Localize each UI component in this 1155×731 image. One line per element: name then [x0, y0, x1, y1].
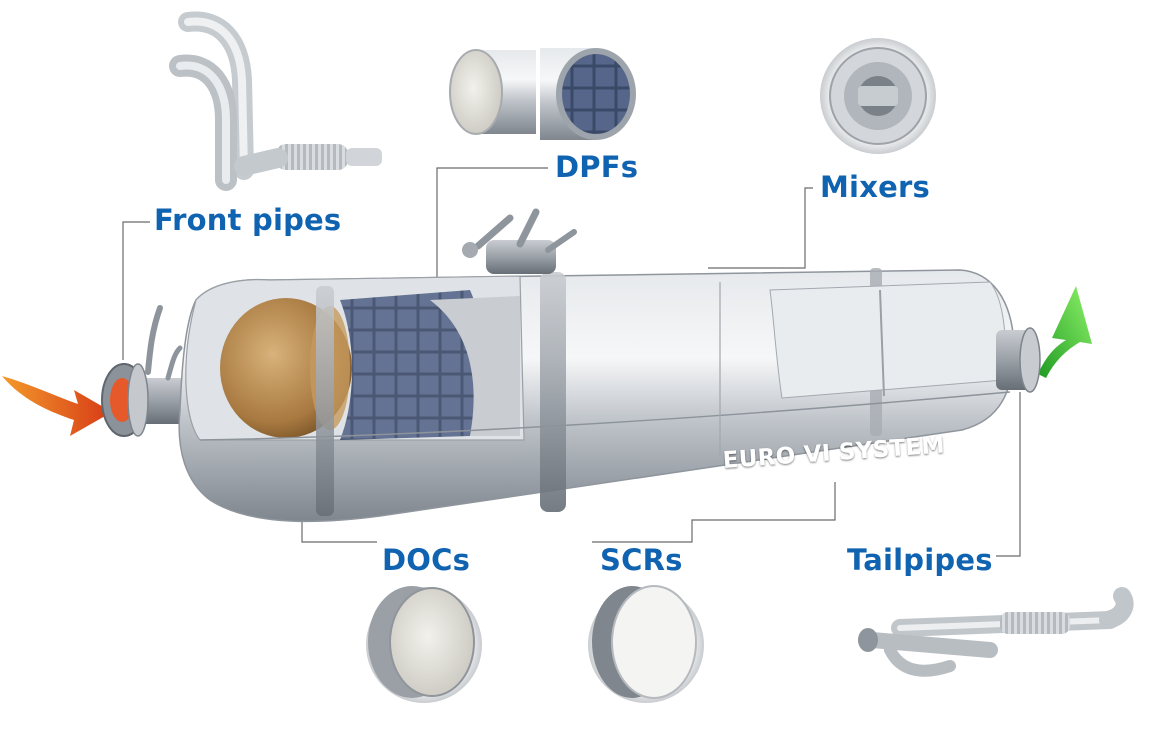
inlet-arrow-icon: [2, 376, 112, 436]
mixer-image: [820, 38, 936, 154]
label-docs: DOCs: [382, 543, 471, 577]
leader-mixers: [708, 187, 813, 269]
leader-docs: [301, 522, 377, 543]
label-front-pipes: Front pipes: [154, 203, 342, 237]
tailpipes-image: [858, 587, 1134, 677]
label-tailpipes: Tailpipes: [847, 543, 993, 577]
label-mixers: Mixers: [820, 170, 930, 204]
dpf-image: [449, 48, 636, 140]
leader-dpfs: [436, 167, 548, 280]
leader-tailpipes: [996, 392, 1021, 557]
label-dpfs: DPFs: [555, 150, 639, 184]
scr-image: [588, 585, 704, 703]
outlet-arrow-icon: [1038, 286, 1092, 378]
front-pipes-image: [169, 11, 382, 191]
leader-front-pipes: [122, 221, 150, 360]
sensor-cluster: [462, 208, 577, 274]
label-scrs: SCRs: [600, 543, 683, 577]
silencer-body: [101, 208, 1041, 523]
leader-lines: [122, 167, 1021, 557]
leader-scrs: [592, 482, 836, 543]
doc-image: [366, 586, 482, 703]
